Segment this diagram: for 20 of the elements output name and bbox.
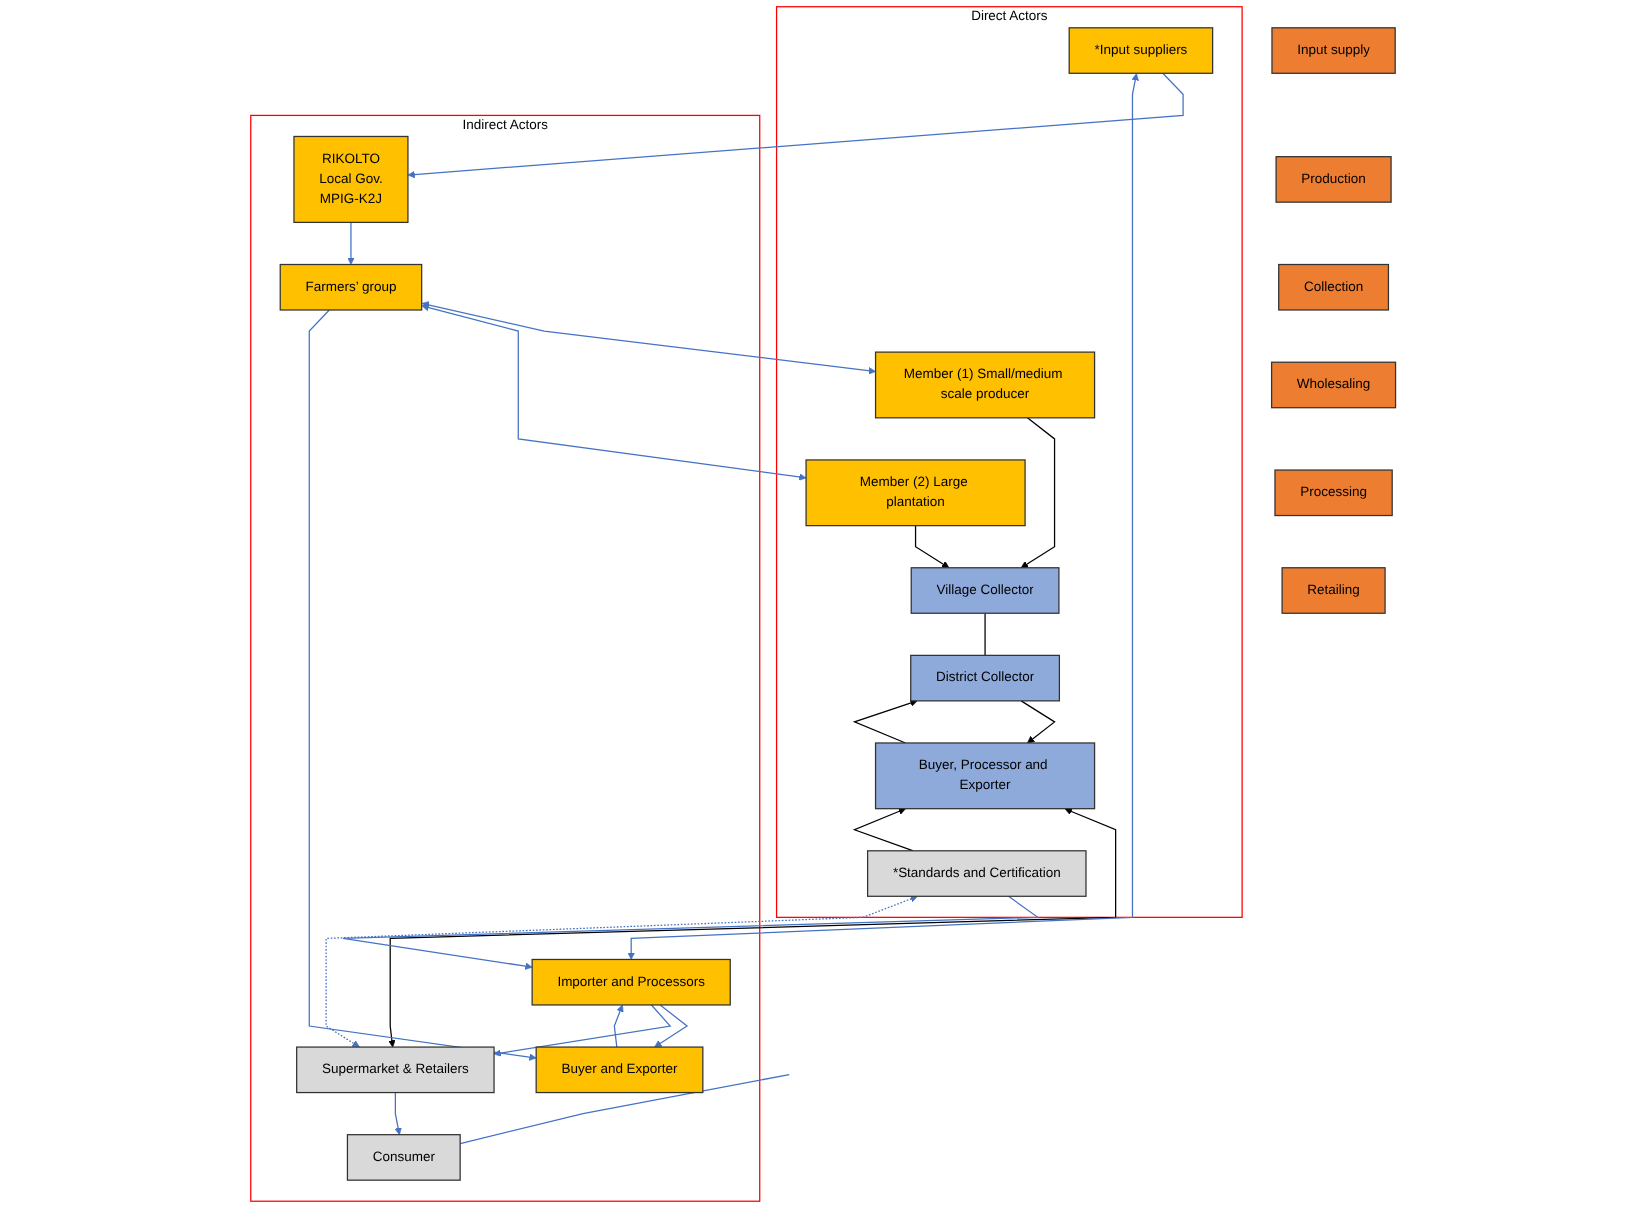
arrow [613,1004,624,1048]
connector [984,612,986,656]
arrow [914,525,950,569]
arrow [493,1004,672,1057]
arrow [308,309,537,1061]
arrow [325,895,918,1048]
arrow [421,301,876,375]
connector [459,1073,790,1145]
arrow [347,221,355,265]
arrow [342,895,1040,970]
arrow [654,1004,688,1048]
arrow [421,303,807,481]
arrow [852,807,914,852]
arrow [1020,700,1056,744]
arrow [394,1091,402,1135]
arrow [852,699,918,744]
arrow [1020,417,1056,569]
arrow [627,73,1139,960]
arrow [388,807,1117,1048]
arrow [407,72,1184,179]
